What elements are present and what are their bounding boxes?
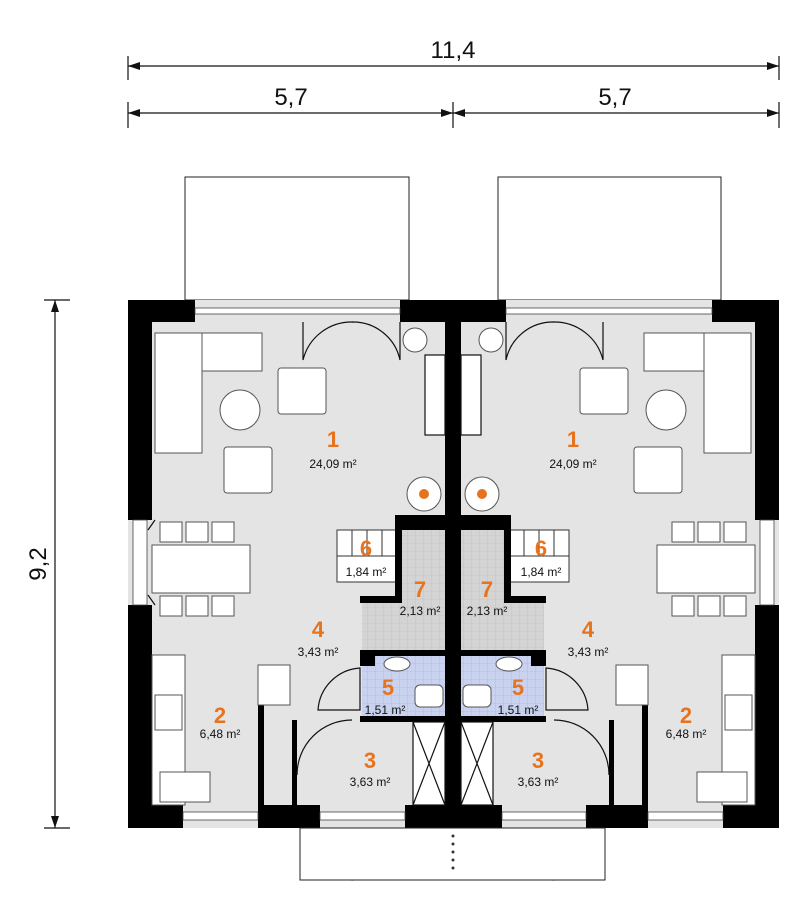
wardrobes xyxy=(412,354,494,806)
room-number: 2 xyxy=(214,703,226,728)
room-number: 1 xyxy=(327,427,339,452)
room-number: 2 xyxy=(680,703,692,728)
room-area: 3,43 m² xyxy=(298,645,339,659)
terrace-right xyxy=(497,176,722,301)
walls xyxy=(128,300,779,828)
stairs-left xyxy=(336,529,398,583)
hall-right xyxy=(461,530,544,650)
hall-left xyxy=(362,530,445,650)
room-number: 6 xyxy=(360,536,372,561)
windows xyxy=(132,307,775,821)
room-number: 6 xyxy=(535,536,547,561)
room-area: 3,63 m² xyxy=(350,775,391,789)
room-area: 6,48 m² xyxy=(666,727,707,741)
room-number: 4 xyxy=(582,617,595,642)
room-number: 5 xyxy=(512,675,524,700)
room-area: 1,51 m² xyxy=(498,703,539,717)
terrace-left xyxy=(184,176,410,301)
furniture-right xyxy=(464,327,756,806)
room-area: 3,43 m² xyxy=(568,645,609,659)
room-area: 3,63 m² xyxy=(518,775,559,789)
furniture-left xyxy=(151,327,442,806)
room-number: 3 xyxy=(532,748,544,773)
room-area: 1,51 m² xyxy=(365,703,406,717)
dimension-depth: 9,2 xyxy=(25,299,70,829)
bathroom-fixtures xyxy=(383,656,523,708)
dimension-label-left: 5,7 xyxy=(274,84,307,111)
room-area: 24,09 m² xyxy=(309,457,356,471)
dimension-label-depth: 9,2 xyxy=(25,547,52,580)
room-labels-left: 1 24,09 m² 2 6,48 m² 3 3,63 m² 4 3,43 m²… xyxy=(200,427,441,789)
stairs-right xyxy=(508,529,570,583)
room-number: 4 xyxy=(312,617,325,642)
dimension-label-right: 5,7 xyxy=(598,84,631,111)
dimension-half-widths: 5,7 5,7 xyxy=(127,84,780,128)
room-area: 2,13 m² xyxy=(467,604,508,618)
fireplace-icons xyxy=(419,489,487,499)
room-number: 7 xyxy=(414,577,426,602)
room-labels-right: 1 24,09 m² 2 6,48 m² 3 3,63 m² 4 3,43 m²… xyxy=(467,427,707,789)
room-number: 3 xyxy=(364,748,376,773)
porch-divider-dots xyxy=(451,834,455,870)
room-area: 1,84 m² xyxy=(346,565,387,579)
dimension-total-width: 11,4 xyxy=(127,37,780,80)
room-number: 1 xyxy=(567,427,579,452)
room-area: 2,13 m² xyxy=(400,604,441,618)
room-area: 24,09 m² xyxy=(549,457,596,471)
room-area: 1,84 m² xyxy=(521,565,562,579)
room-area: 6,48 m² xyxy=(200,727,241,741)
room-number: 5 xyxy=(382,675,394,700)
dimension-label-total: 11,4 xyxy=(431,37,476,64)
room-number: 7 xyxy=(481,577,493,602)
